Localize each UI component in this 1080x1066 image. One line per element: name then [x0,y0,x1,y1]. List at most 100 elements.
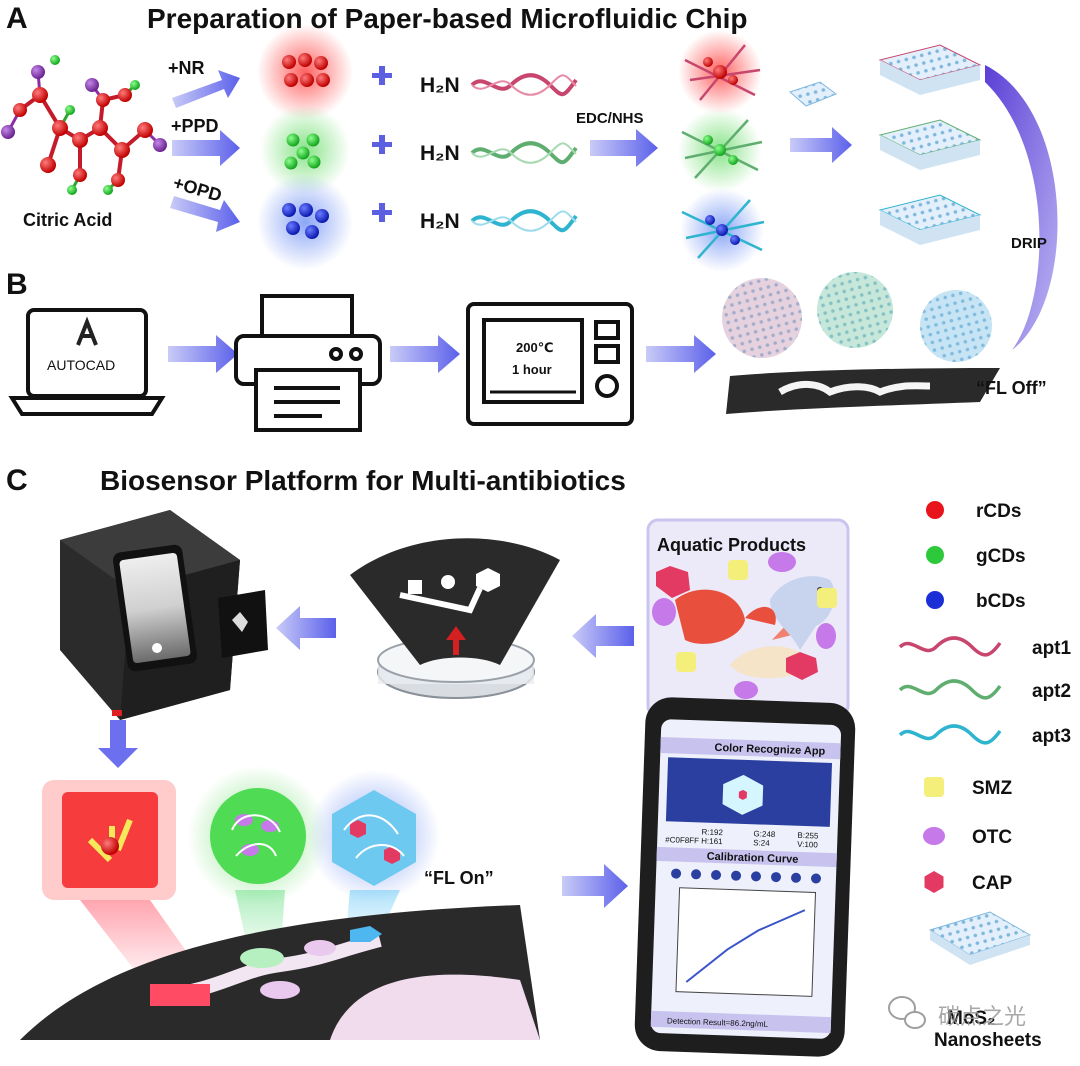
blue-dot-icon [926,591,944,609]
app-value-h: H:161 [701,836,723,846]
legend-item-apt3: apt3 [898,724,1071,747]
legend-item-rcds: rCDs [926,501,1021,522]
legend-item-otc: OTC [923,827,1012,848]
arrow-icon [390,335,460,373]
amine-label-2: H₂N [420,142,460,165]
legend-label: gCDs [976,546,1026,567]
fl-on-label: “FL On” [424,868,494,888]
paper-chip-on-icon [20,905,540,1040]
arrow-icon [646,335,716,373]
citric-acid-label: Citric Acid [23,210,112,230]
legend-label: OTC [972,827,1012,848]
paper-chip-off-icon [726,368,1000,414]
nanosheet-icon [789,81,838,107]
green-dot-icon [926,546,944,564]
nanosheets-label: Nanosheets [934,1030,1042,1051]
legend-label: SMZ [972,778,1013,799]
drip-arrow-icon [985,65,1058,350]
laptop-label: AUTOCAD [47,357,115,373]
pink-hexagon-icon [924,871,944,893]
aquatic-products-panel [646,518,850,718]
legend-label: apt3 [1032,726,1071,747]
legend-item-apt1: apt1 [898,636,1072,659]
green-fluorescence-zoom-icon [188,766,328,906]
arrow-icon [170,196,240,232]
legend-label: apt1 [1032,638,1072,659]
citric-acid-molecule-icon [1,55,167,195]
reagent-arrows [170,70,240,232]
purple-oval-icon [923,827,945,845]
amine-label-1: H₂N [420,74,460,97]
legend-label: rCDs [976,501,1021,522]
legend-label: CAP [972,873,1012,894]
app-value-g: G:248 [753,829,776,839]
petri-dish-chip-icon [350,538,560,699]
app-value-v: V:100 [797,840,818,850]
oven-temperature-label: 200℃ [516,340,553,355]
app-value-r: R:192 [701,827,723,837]
arrow-icon [562,864,628,908]
reagent-nr-label: +NR [168,58,205,78]
mos2-label: MoS₂ [947,1008,996,1029]
arrow-icon [168,335,238,373]
red-carbon-dots-icon [257,24,353,120]
panel-b-letter: B [6,268,28,301]
app-value-b: B:255 [797,831,819,841]
panel-a-letter: A [6,2,28,35]
legend-item-smz: SMZ [924,777,1013,799]
nanosheet-spheres-icon [722,272,992,362]
red-conjugate-icon [678,30,762,114]
blue-conjugate-icon [680,188,765,272]
printer-icon [234,294,382,432]
arrow-down-icon [98,720,138,768]
aptamer-helix-icon [898,679,1002,700]
panel-a-title: Preparation of Paper-based Microfluidic … [147,3,748,34]
green-conjugate-icon [678,108,763,192]
smartphone-app-icon [634,697,856,1057]
loaded-nanosheets-icon [878,44,982,245]
arrow-icon [172,70,240,108]
aptamer-helix-icon [898,724,1002,745]
red-dot-icon [926,501,944,519]
smartphone-reader-device-icon [60,510,268,720]
blue-fluorescence-zoom-icon [308,770,440,902]
arrow-icon [790,127,852,163]
app-value-hex: #C0F8FF [665,835,699,845]
detection-result: Detection Result=86.2ng/mL [667,1016,769,1029]
aptamer-helix-icon [898,636,1002,657]
blue-carbon-dots-icon [257,174,353,270]
yellow-square-icon [924,777,944,797]
legend-label: bCDs [976,591,1026,612]
arrow-icon [172,130,240,166]
fl-off-label: “FL Off” [976,378,1047,398]
laptop-icon [8,308,166,416]
arrow-icon [572,614,634,658]
oven-time-label: 1 hour [512,362,552,377]
arrow-icon [276,606,336,650]
reagent-ppd-label: +PPD [171,116,219,136]
aptamer-helix-icon [470,73,578,233]
aquatic-products-label: Aquatic Products [657,535,806,555]
legend-label: apt2 [1032,681,1071,702]
drip-label: DRIP [1011,235,1047,252]
legend-item-apt2: apt2 [898,679,1071,702]
watermark-text: 碳点之光 [938,1005,1026,1030]
red-fluorescence-zoom-icon [42,780,176,900]
legend-item-bcds: bCDs [926,591,1026,612]
legend-item-cap: CAP [924,871,1012,894]
plus-icons [372,66,392,222]
panel-c-letter: C [6,464,28,497]
calibration-title: Calibration Curve [706,851,798,866]
amine-label-3: H₂N [420,210,460,233]
app-title: Color Recognize App [714,742,825,758]
panel-c-title: Biosensor Platform for Multi-antibiotics [100,465,626,496]
green-carbon-dots-icon [260,105,350,195]
coupling-label: EDC/NHS [576,110,644,127]
arrow-icon [590,129,658,167]
oven-icon [466,302,634,426]
app-value-s: S:24 [753,838,770,848]
wechat-logo-icon [888,996,926,1029]
legend-item-gcds: gCDs [926,546,1026,567]
